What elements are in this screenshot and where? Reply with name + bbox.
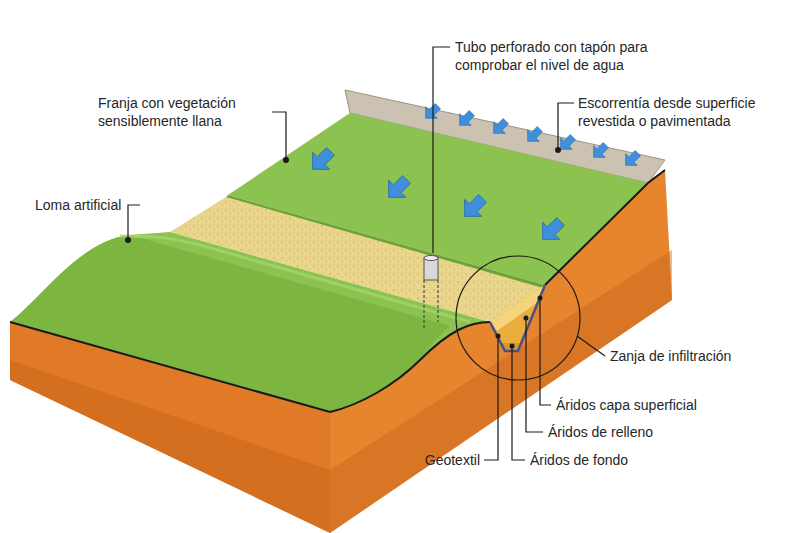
profile-outline: [10, 170, 665, 412]
part-label: Geotextil: [425, 451, 480, 469]
tube: [424, 258, 438, 280]
part-label: Zanja de infiltración: [610, 347, 731, 365]
tube-hidden: [438, 280, 439, 322]
tube-cap: [424, 256, 438, 261]
detail-circle: [456, 256, 580, 380]
mound-ridge: [120, 236, 470, 322]
part-label: Áridos de fondo: [530, 451, 628, 469]
mound-shade: [10, 235, 450, 412]
leader-dots: [125, 147, 561, 349]
part-label: Franja con vegetación sensiblemente llan…: [98, 94, 268, 130]
part-label: Áridos de relleno: [548, 423, 653, 441]
tube-hidden: [424, 280, 425, 328]
part-label: Loma artificial: [35, 196, 121, 214]
mound-surface: [10, 232, 490, 412]
part-label: Áridos capa superficial: [556, 396, 697, 414]
part-label: Escorrentía desde superficie revestida o…: [578, 94, 794, 130]
part-label: Tubo perforado con tapón para comprobar …: [455, 38, 690, 74]
